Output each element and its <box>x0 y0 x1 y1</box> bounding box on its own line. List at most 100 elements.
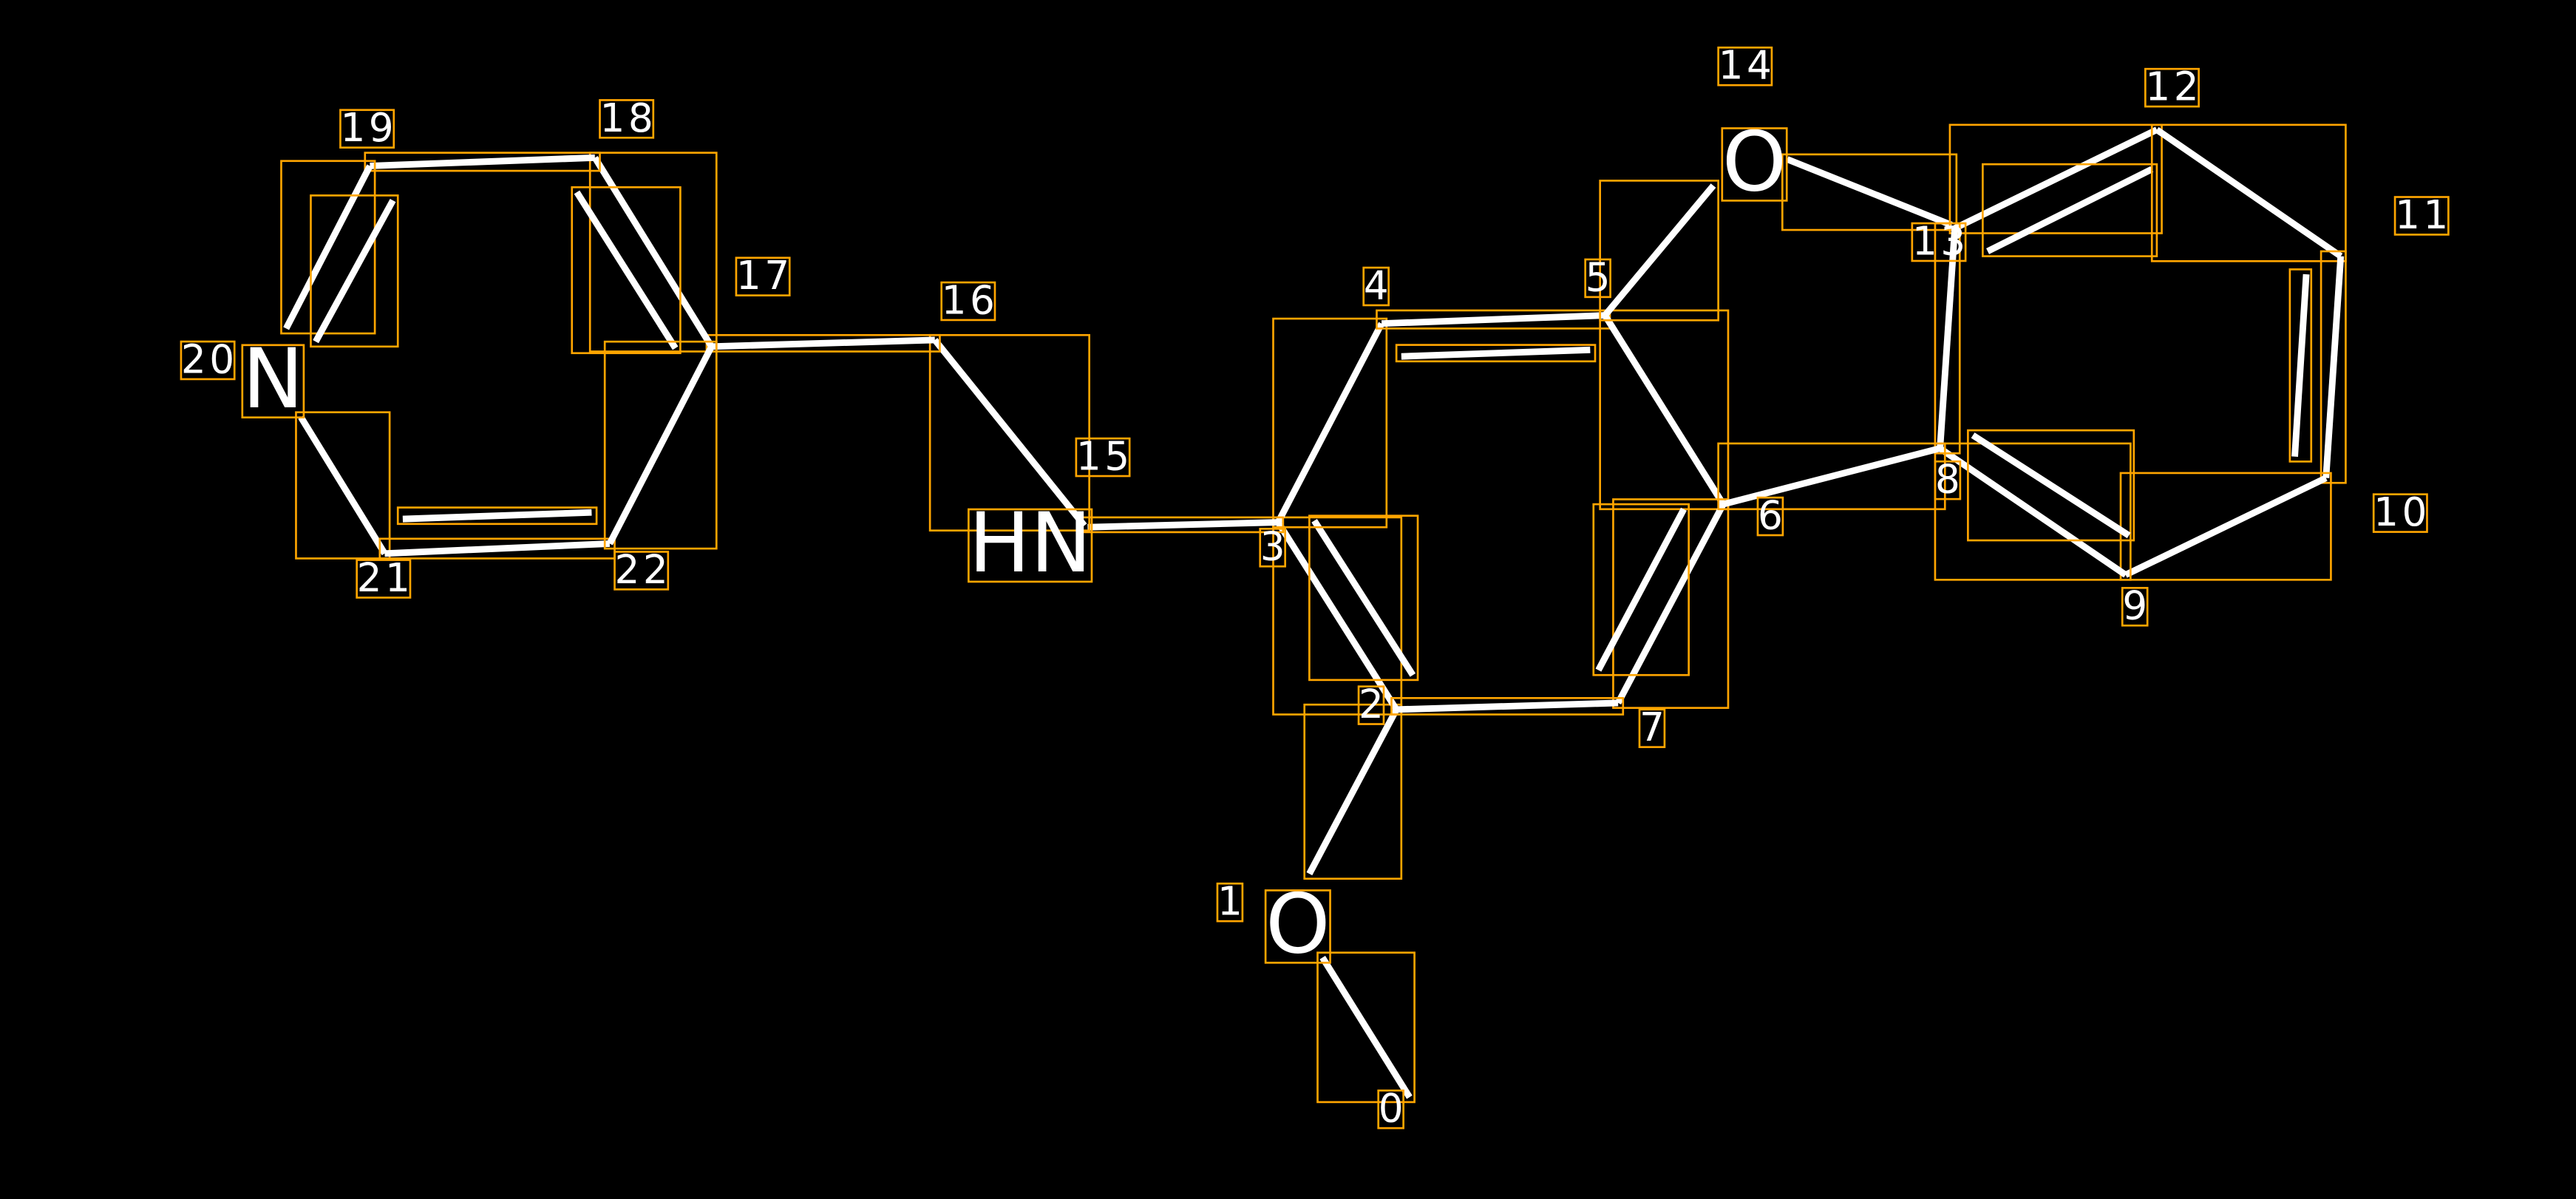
atom-label-14: O <box>1722 115 1787 211</box>
bond-line <box>1319 956 1413 1099</box>
bond-2-3 <box>1272 514 1419 716</box>
atom-index-bbox <box>2372 493 2428 533</box>
bond-bbox <box>1272 516 1403 716</box>
atom-index-bbox <box>2393 196 2450 236</box>
bond-line <box>1937 228 1959 449</box>
bond-6-7 <box>1592 498 1730 709</box>
bond-3-15 <box>1081 516 1285 534</box>
bond-line <box>592 155 715 349</box>
bond-line <box>1396 699 1619 713</box>
atom-index-18: 18 <box>600 95 657 141</box>
bond-inner-bbox <box>396 506 598 526</box>
bond-line <box>1602 313 1727 506</box>
bond-19-20 <box>280 160 399 348</box>
bond-bbox <box>1948 123 2163 234</box>
bond-inner-line <box>574 190 679 350</box>
bond-bbox <box>1316 951 1416 1104</box>
atom-index-bbox <box>1362 266 1390 307</box>
bond-bbox <box>1781 153 1958 231</box>
bond-3-4 <box>1272 317 1388 529</box>
bond-line <box>370 154 596 169</box>
bond-bbox <box>1599 180 1719 322</box>
bond-inner-bbox <box>1395 344 1597 363</box>
atom-index-1: 1 <box>1217 879 1245 925</box>
bond-line <box>1381 312 1605 327</box>
bond-inner-bbox <box>1967 429 2135 542</box>
atom-index-11: 11 <box>2395 192 2452 238</box>
bond-line <box>932 338 1087 528</box>
atom-index-22: 22 <box>615 547 672 593</box>
atom-label-bbox <box>1264 889 1331 964</box>
bond-bbox <box>603 340 718 550</box>
bond-bbox <box>1599 309 1730 511</box>
atom-index-13: 13 <box>1912 218 1969 264</box>
atom-index-bbox <box>599 99 655 139</box>
bond-5-14 <box>1599 180 1719 322</box>
bond-line <box>711 336 935 350</box>
bond-inner-line <box>2291 274 2310 457</box>
bond-line <box>2322 256 2345 478</box>
bond-11-10 <box>2288 250 2347 484</box>
bond-line <box>1602 183 1716 318</box>
bond-9-8 <box>1934 429 2135 581</box>
bond-inner-line <box>1971 432 2131 539</box>
atom-index-21: 21 <box>357 555 414 601</box>
bond-line <box>2155 126 2343 259</box>
bond-16-17 <box>705 333 941 353</box>
bond-line <box>1306 707 1400 876</box>
bond-inner-bbox <box>1308 514 1419 682</box>
atom-label-20: N <box>242 332 304 427</box>
bond-line <box>1275 322 1385 524</box>
bond-0-1 <box>1316 951 1416 1104</box>
bond-inner-bbox <box>1982 163 2158 257</box>
bond-21-22 <box>378 506 616 560</box>
bond-13-12 <box>1948 123 2163 257</box>
bond-inner-bbox <box>310 194 399 348</box>
bond-inner-line <box>402 509 592 523</box>
bond-line <box>1722 445 1941 508</box>
atom-label-15: HN <box>968 496 1092 591</box>
bond-bbox <box>1934 442 2132 581</box>
bond-7-2 <box>1390 696 1625 716</box>
atom-index-10: 10 <box>2373 489 2430 535</box>
bonds-layer <box>280 123 2347 1104</box>
bond-line <box>606 344 715 546</box>
atom-index-5: 5 <box>1586 254 1614 300</box>
bond-15-16 <box>928 333 1090 532</box>
bond-line <box>1938 445 2128 578</box>
bond-line <box>2124 475 2328 578</box>
atom-index-7: 7 <box>1639 704 1668 750</box>
bond-bbox <box>2320 250 2347 484</box>
bond-inner-bbox <box>1592 503 1690 676</box>
atom-label-bbox <box>1721 127 1788 202</box>
atom-index-bbox <box>339 109 395 149</box>
bond-bbox <box>280 160 376 335</box>
atom-index-2: 2 <box>1359 682 1387 727</box>
bond-line <box>1087 519 1279 531</box>
bond-line <box>1786 156 1953 228</box>
bond-10-9 <box>2119 472 2332 581</box>
atom-index-bbox <box>1638 708 1666 748</box>
bond-bbox <box>2150 123 2347 262</box>
atom-index-16: 16 <box>942 277 999 323</box>
bond-bbox <box>295 411 391 560</box>
bond-bbox <box>1390 696 1625 716</box>
atom-index-3: 3 <box>1260 524 1288 570</box>
bond-line <box>1615 503 1727 705</box>
bond-18-19 <box>364 152 601 172</box>
bond-4-5 <box>1376 309 1611 363</box>
atom-index-bbox <box>180 340 236 381</box>
bond-5-6 <box>1599 309 1730 511</box>
atom-label-bbox <box>241 344 305 419</box>
atom-index-17: 17 <box>736 253 793 299</box>
atom-index-12: 12 <box>2145 64 2202 110</box>
bond-12-11 <box>2150 123 2347 262</box>
bond-bbox <box>1717 442 1946 511</box>
bond-22-17 <box>603 340 718 550</box>
atom-index-bbox <box>1934 460 1962 500</box>
atom-index-bbox <box>735 257 791 296</box>
atom-index-bbox <box>2144 67 2200 108</box>
atom-index-bbox <box>1756 496 1784 537</box>
